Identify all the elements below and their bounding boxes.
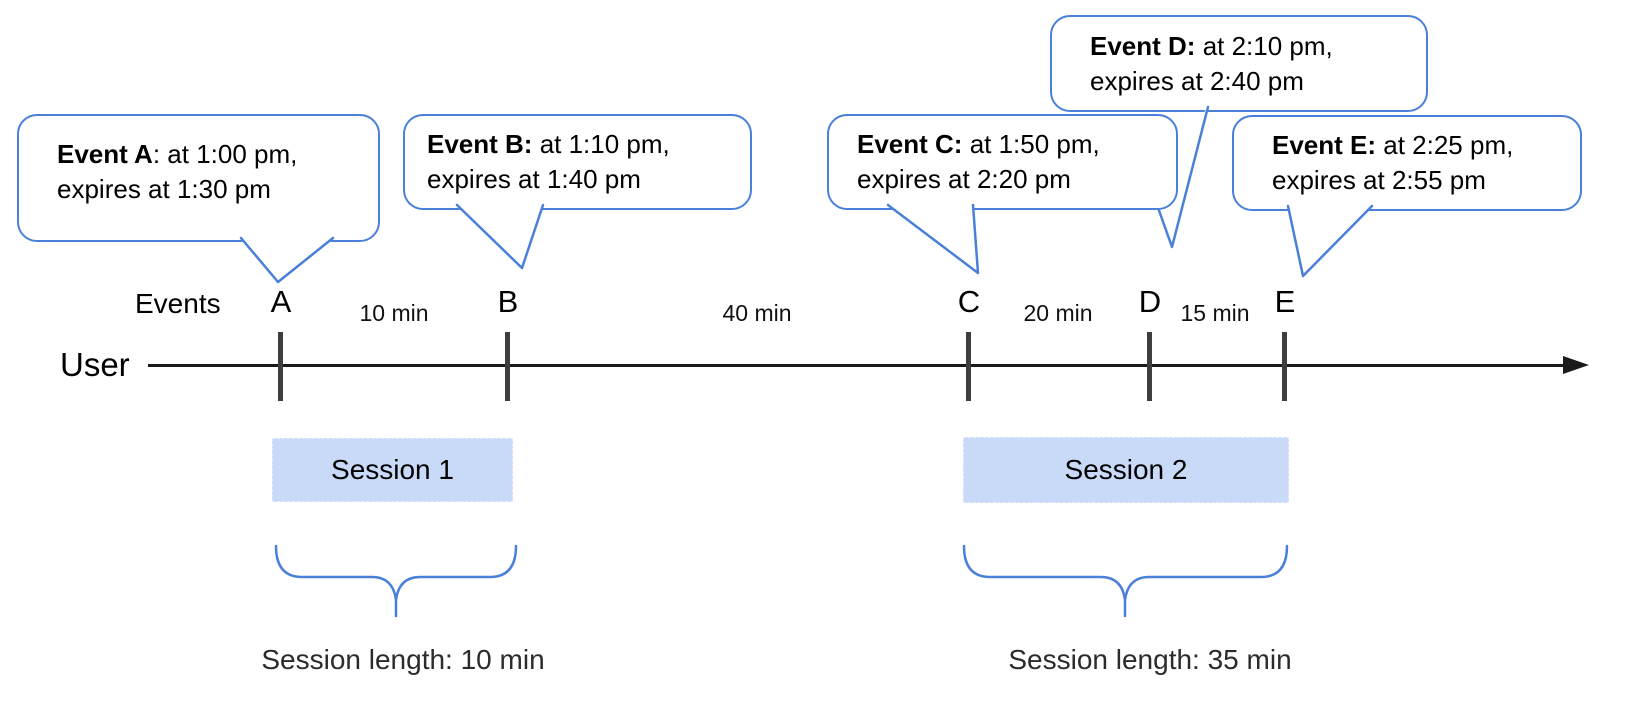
tick-label-e: E: [1274, 284, 1296, 319]
callout-b-time: at 1:10 pm,: [532, 129, 670, 159]
timeline-arrowhead-icon: [1563, 356, 1589, 374]
tick-label-c: C: [957, 284, 981, 319]
user-axis-label: User: [60, 346, 130, 383]
callout-b-line2: expires at 1:40 pm: [427, 164, 641, 194]
callout-d-line2: expires at 2:40 pm: [1090, 65, 1304, 96]
tick-event-b: [505, 332, 510, 401]
callout-d-time: at 2:10 pm,: [1195, 30, 1333, 61]
session-2-box: Session 2: [963, 437, 1289, 503]
duration-c-to-d: 20 min: [1023, 300, 1093, 326]
callout-event-e: Event E: at 2:25 pm, expires at 2:55 pm: [1232, 115, 1582, 211]
duration-a-to-b: 10 min: [359, 300, 429, 326]
session-1-box: Session 1: [272, 438, 513, 502]
tick-label-a: A: [270, 284, 292, 319]
callout-e-time: at 2:25 pm,: [1376, 130, 1514, 160]
callout-event-a: Event A: at 1:00 pm, expires at 1:30 pm: [17, 114, 380, 242]
session-1-length-label: Session length: 10 min: [261, 644, 545, 675]
tick-event-e: [1282, 332, 1287, 401]
callout-e-line1: Event E: at 2:25 pm,: [1272, 128, 1580, 163]
callout-a-line2: expires at 1:30 pm: [57, 174, 271, 204]
duration-b-to-c: 40 min: [722, 300, 792, 326]
callout-event-c: Event C: at 1:50 pm, expires at 2:20 pm: [827, 114, 1178, 210]
tick-event-c: [966, 332, 971, 401]
callout-c-line2: expires at 2:20 pm: [857, 164, 1071, 194]
events-axis-label: Events: [135, 288, 221, 319]
callout-event-b: Event B: at 1:10 pm, expires at 1:40 pm: [403, 114, 752, 210]
callout-c-line1: Event C: at 1:50 pm,: [857, 127, 1176, 162]
callout-d-label: Event D:: [1090, 30, 1196, 61]
callout-event-d: Event D: at 2:10 pm, expires at 2:40 pm: [1050, 15, 1428, 112]
callout-a-label: Event A: [57, 139, 153, 169]
session-2-label: Session 2: [1064, 454, 1188, 485]
callout-c-label: Event C:: [857, 129, 963, 159]
session-1-label: Session 1: [331, 454, 454, 485]
callout-b-label: Event B:: [427, 129, 533, 159]
callout-b-line1: Event B: at 1:10 pm,: [427, 127, 750, 162]
callout-a-time: : at 1:00 pm,: [152, 139, 298, 169]
session-2-length-label: Session length: 35 min: [1008, 644, 1292, 675]
tick-event-d: [1147, 332, 1152, 401]
callout-e-label: Event E:: [1272, 130, 1377, 160]
callout-c-time: at 1:50 pm,: [962, 129, 1100, 159]
tick-label-d: D: [1138, 284, 1162, 319]
tick-label-b: B: [497, 284, 519, 319]
timeline-line: [148, 364, 1565, 367]
tick-event-a: [278, 332, 283, 401]
duration-d-to-e: 15 min: [1180, 300, 1250, 326]
callout-e-line2: expires at 2:55 pm: [1272, 165, 1486, 195]
callout-a-line1: Event A: at 1:00 pm,: [57, 137, 378, 172]
callout-d-line1: Event D: at 2:10 pm,: [1090, 29, 1426, 64]
